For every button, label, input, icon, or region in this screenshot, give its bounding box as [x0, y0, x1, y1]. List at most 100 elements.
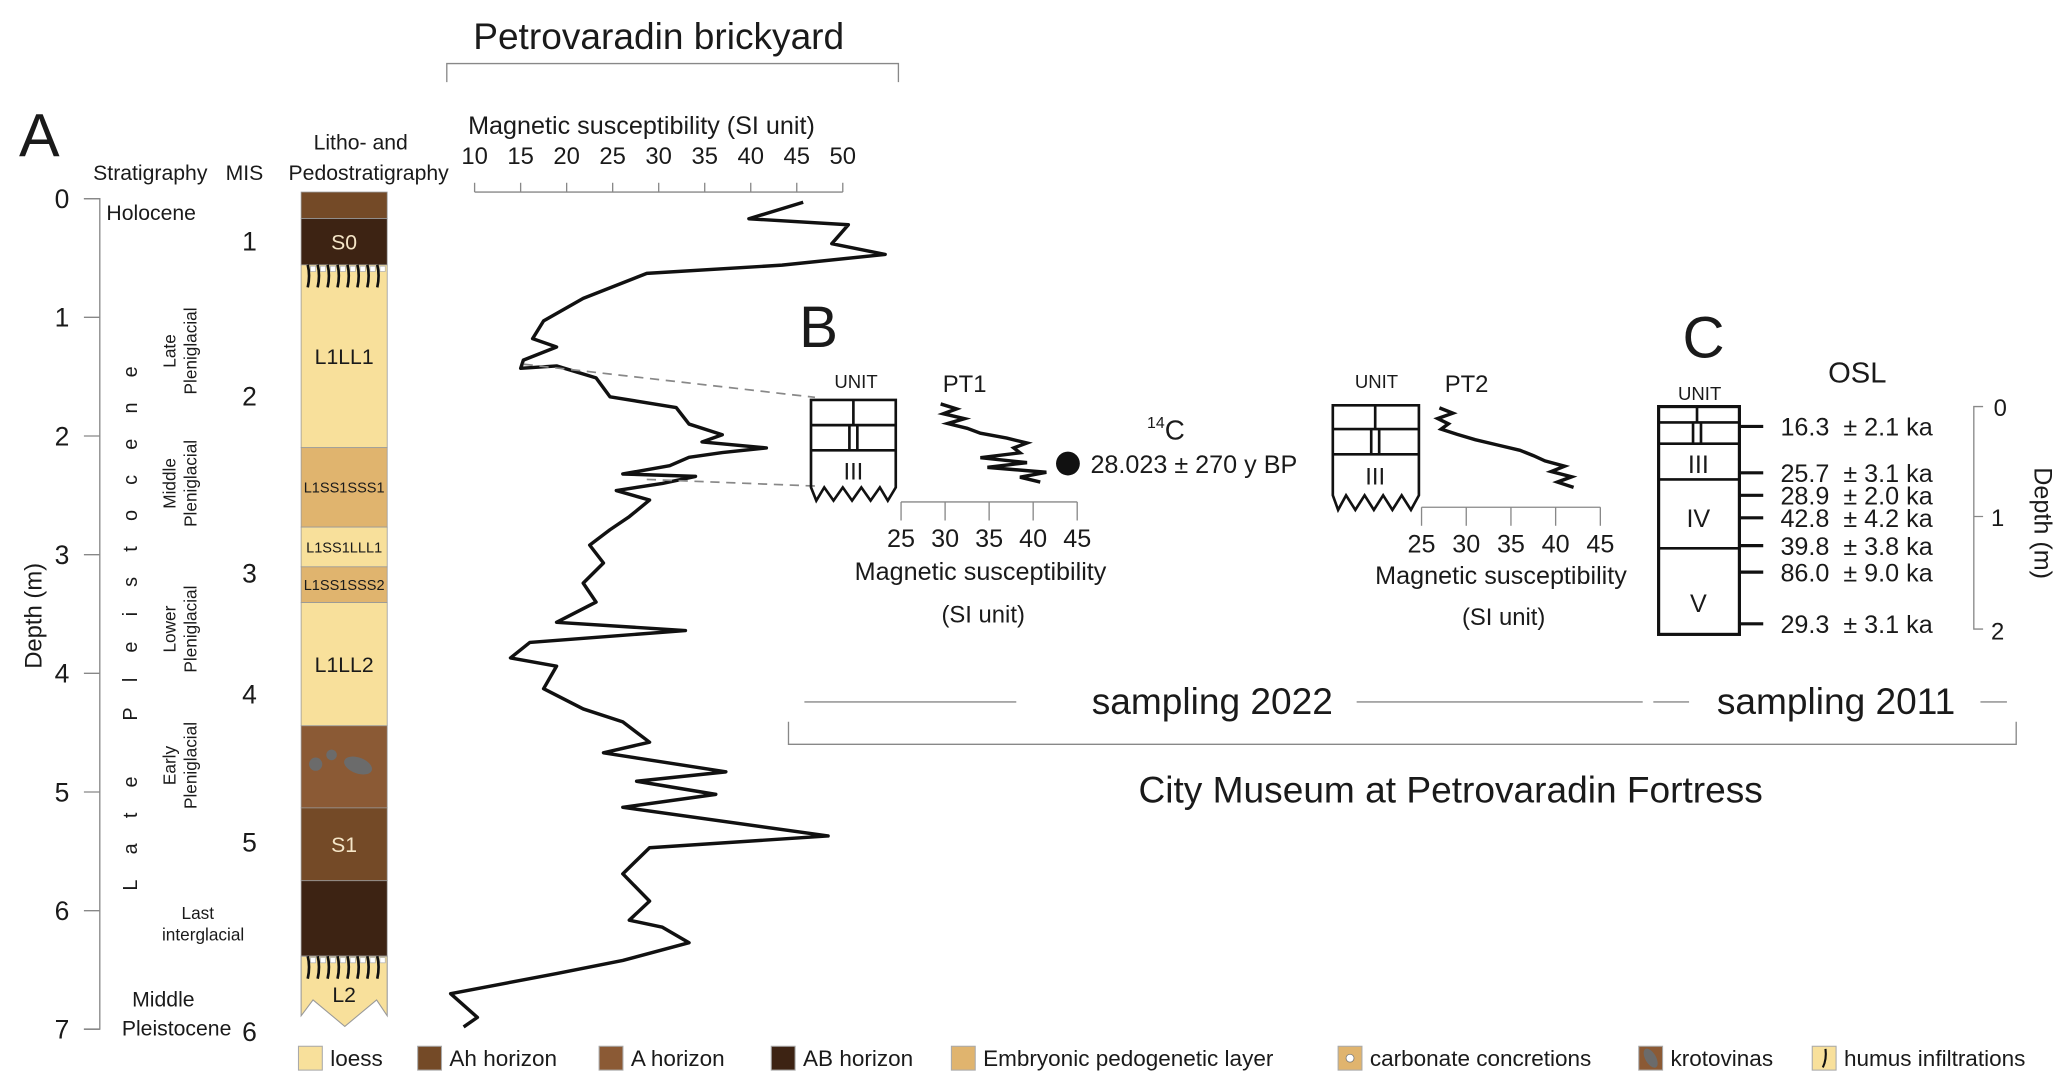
title-bracket [446, 62, 900, 83]
legend-label: A horizon [631, 1046, 725, 1071]
depth-tick-label: 2 [55, 421, 70, 451]
col-mis: MIS [226, 162, 264, 185]
c-depth-tick-1: 1 [1991, 505, 2004, 532]
pt2-unit-column [1331, 403, 1421, 514]
humus-infiltration-icon [375, 264, 380, 288]
litho-layer-label: S1 [331, 834, 357, 857]
site-title: Petrovaradin brickyard [473, 15, 844, 57]
substage-label: Last [182, 903, 215, 923]
humus-infiltration-icon [316, 264, 321, 288]
pt-tick-label: 45 [1063, 525, 1091, 553]
c14-date: 28.023 ± 270 y BP [1090, 451, 1297, 479]
ms-curve-brickyard [448, 200, 887, 1029]
mis-label: 4 [242, 679, 257, 709]
pt-tick-label: 40 [1542, 530, 1570, 558]
pt1-label: PT1 [943, 371, 987, 398]
c-depth-label: Depth (m) [2029, 467, 2057, 579]
carbonate-concretion-icon [319, 957, 326, 964]
litho-layer-label: L1SS1SSS2 [304, 578, 385, 594]
litho-layer-label: S0 [331, 232, 357, 255]
legend-label: loess [330, 1046, 383, 1071]
pt1-axis-label-2: (SI unit) [941, 601, 1024, 628]
litho-layer-ah-horizon [300, 807, 388, 882]
carbonate-concretion-icon [369, 265, 376, 272]
humus-infiltration-icon [306, 955, 311, 980]
litho-layer-embryonic-pedogenetic-layer [300, 566, 388, 603]
sampling-2011: sampling 2011 [1717, 680, 1955, 722]
humus-infiltration-icon [366, 955, 370, 980]
ms-tick-label: 20 [553, 143, 580, 170]
krotovina-icon [309, 757, 323, 771]
humus-infiltration-icon [346, 955, 351, 980]
legend-label: Ah horizon [449, 1046, 557, 1071]
legend-item: Ah horizon [417, 1045, 557, 1071]
humus-infiltration-icon [375, 955, 380, 980]
humus-infiltration-icon [356, 955, 361, 980]
legend-label: krotovinas [1671, 1046, 1774, 1071]
humus-infiltration-icon [336, 955, 341, 980]
pt2-axis-label-2: (SI unit) [1462, 604, 1545, 631]
krotovina-icon [344, 756, 373, 775]
c-unit-label: UNIT [1678, 383, 1721, 404]
legend-label: AB horizon [803, 1046, 913, 1071]
substage-label: LowerPleniglacial [159, 586, 200, 673]
depth-tick-label: 5 [55, 777, 70, 807]
litho-layer-loess [300, 526, 388, 568]
mis-label: 2 [242, 381, 257, 411]
c-depth-tick-2: 2 [1991, 619, 2004, 646]
legend-item: Embryonic pedogenetic layer [950, 1045, 1274, 1071]
c-depth-axis [1973, 405, 1984, 630]
mis-label: 1 [242, 226, 257, 256]
pt-tick-label: 25 [1408, 530, 1436, 558]
c-unit-iv: IV [1686, 505, 1710, 533]
osl-age-label: 29.3 ± 3.1 ka [1780, 611, 1932, 639]
pt1-axis-label-1: Magnetic susceptibility [855, 558, 1107, 586]
humus-infiltration-icon [306, 264, 311, 288]
carbonate-concretion-icon [319, 265, 326, 272]
litho-layer-label: L1SS1SSS1 [304, 481, 385, 497]
pt-tick-label: 35 [1497, 530, 1525, 558]
ms-tick-label: 35 [691, 143, 718, 170]
humus-infiltration-icon [346, 264, 351, 288]
ms-tick-label: 30 [645, 143, 672, 170]
osl-age-label: 25.7 ± 3.1 ka [1780, 460, 1932, 488]
carbonate-concretion-icon [1345, 1053, 1355, 1063]
col-litho-2: Pedostratigraphy [289, 162, 450, 185]
humus-infiltration-icon [356, 264, 361, 288]
litho-layer-ab-horizon [300, 880, 388, 957]
litho-layer-label: L2 [332, 984, 356, 1007]
pt2-label: PT2 [1445, 371, 1489, 398]
site-bracket [787, 721, 2017, 745]
krotovina-icon [326, 749, 337, 761]
carbonate-concretion-icon [359, 957, 366, 964]
c14-label: 14C [1147, 415, 1185, 446]
humus-infiltration-icon [336, 264, 341, 288]
col-litho-1: Litho- and [314, 132, 408, 155]
legend-label: carbonate concretions [1370, 1046, 1591, 1071]
depth-tick-label: 3 [55, 540, 70, 570]
c-unit-iii: III [1688, 451, 1709, 479]
depth-tick-label: 4 [55, 659, 70, 689]
osl-age-label: 16.3 ± 2.1 ka [1780, 414, 1932, 442]
legend-swatch [417, 1045, 443, 1071]
pt-tick-label: 40 [1019, 525, 1047, 553]
legend-item: carbonate concretions [1337, 1045, 1591, 1071]
site-name: City Museum at Petrovaradin Fortress [1139, 769, 1763, 811]
osl-age-label: 28.9 ± 2.0 ka [1780, 483, 1932, 511]
mis-label: 5 [242, 828, 257, 858]
carbonate-concretion-icon [379, 265, 386, 272]
middle-pleistocene-2: Pleistocene [122, 1018, 232, 1041]
pt-tick-label: 30 [931, 525, 959, 553]
pt2-unit-label: UNIT [1355, 371, 1398, 392]
mis-label: 3 [242, 559, 257, 589]
substage-label: MiddlePleniglacial [159, 440, 200, 527]
carbonate-concretion-icon [359, 265, 366, 272]
legend-label: Embryonic pedogenetic layer [983, 1046, 1274, 1071]
c-depth-tick-0: 0 [1994, 395, 2007, 422]
pt-tick-label: 45 [1586, 530, 1614, 558]
substage-label: LatePleniglacial [159, 307, 200, 394]
legend-item: AB horizon [770, 1045, 913, 1071]
ms-axis-label: Magnetic susceptibility (SI unit) [468, 112, 815, 140]
carbonate-concretion-icon [310, 265, 317, 272]
humus-infiltration-icon [1821, 1048, 1827, 1068]
